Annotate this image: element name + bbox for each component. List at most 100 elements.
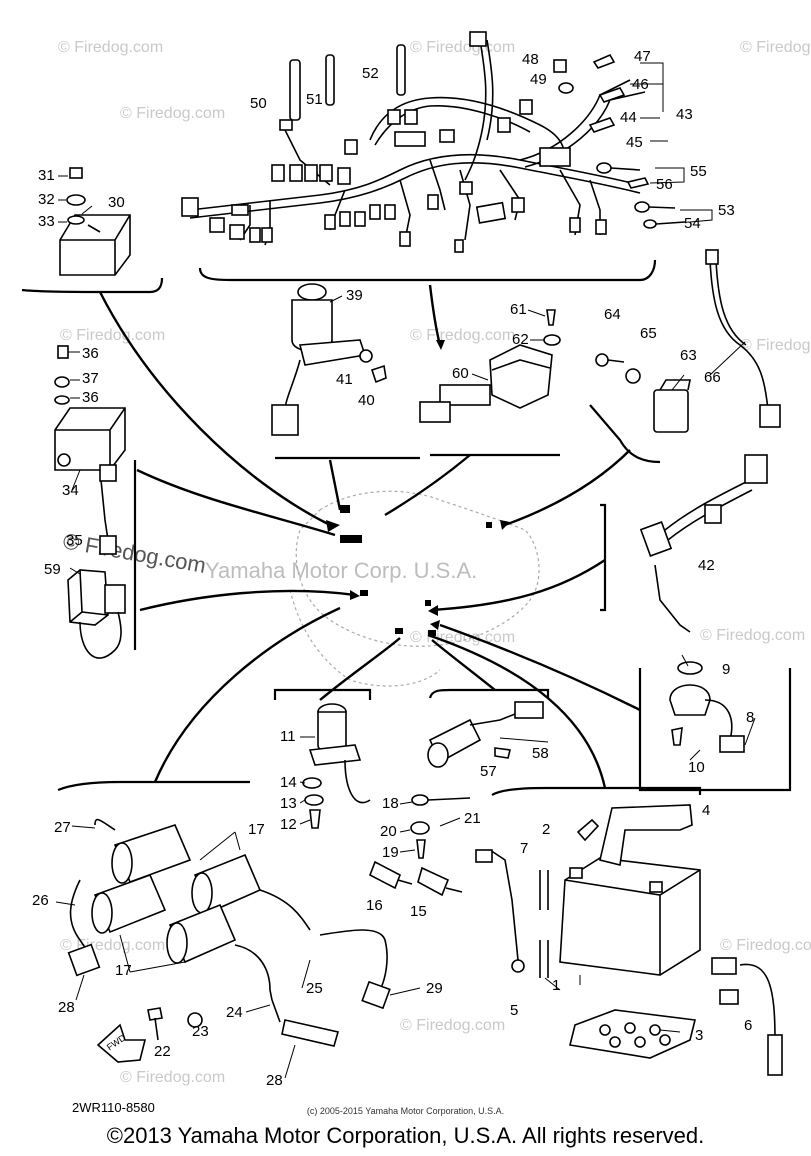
callout-16: 16 [366, 897, 383, 914]
callout-14: 14 [280, 774, 297, 791]
callout-32: 32 [38, 191, 55, 208]
part-30-module [59, 167, 131, 276]
watermark: © Firedog.com [58, 39, 163, 56]
callout-20: 20 [380, 823, 397, 840]
callout-12: 12 [280, 816, 297, 833]
callout-61: 61 [510, 301, 527, 318]
callout-65: 65 [640, 325, 657, 342]
part-57-relay [427, 701, 544, 768]
callout-52: 52 [362, 65, 379, 82]
callout-66: 66 [704, 369, 721, 386]
callout-53: 53 [718, 202, 735, 219]
watermark: © Firedog.com [740, 39, 811, 56]
small-copyright: (c) 2005-2015 Yamaha Motor Corporation, … [306, 1106, 505, 1116]
watermark: © Firedog.com [700, 627, 805, 644]
callout-28b: 28 [266, 1072, 283, 1089]
callout-46: 46 [632, 76, 649, 93]
callout-49: 49 [530, 71, 547, 88]
callout-7: 7 [520, 840, 528, 857]
part-60-unit [419, 309, 561, 423]
callout-1: 1 [552, 977, 560, 994]
part-code: 2WR110-8580 [72, 1100, 155, 1115]
part-42-sensor [639, 454, 768, 633]
callout-42: 42 [698, 557, 715, 574]
part-59-relay [67, 569, 126, 659]
callout-23: 23 [192, 1023, 209, 1040]
callout-55: 55 [690, 163, 707, 180]
part-18-21-group [410, 794, 471, 859]
callout-47: 47 [634, 48, 651, 65]
callout-31: 31 [38, 167, 55, 184]
callout-63: 63 [680, 347, 697, 364]
callout-17b: 17 [115, 962, 132, 979]
callout-40: 40 [358, 392, 375, 409]
callout-19: 19 [382, 844, 399, 861]
callout-33: 33 [38, 213, 55, 230]
watermark: © Firedog.com [410, 327, 515, 344]
callout-59: 59 [44, 561, 61, 578]
callout-56: 56 [656, 176, 673, 193]
callout-13: 13 [280, 795, 297, 812]
callout-21: 21 [464, 810, 481, 827]
callout-10: 10 [688, 759, 705, 776]
watermark: © Firedog.com [120, 105, 225, 122]
watermark: © Firedog.com [400, 1017, 505, 1034]
callout-11: 11 [280, 728, 296, 745]
callout-15: 15 [410, 903, 427, 920]
part-8-switch [669, 661, 745, 753]
callout-9: 9 [722, 661, 730, 678]
callout-44: 44 [620, 109, 637, 126]
callout-51: 51 [306, 91, 323, 108]
part-15-16-sensors [368, 860, 463, 897]
watermark: © Firedog.com [720, 937, 811, 954]
callout-ticks [55, 175, 546, 1079]
callout-25: 25 [306, 980, 323, 997]
callout-41: 41 [336, 371, 353, 388]
callout-18: 18 [382, 795, 399, 812]
callout-3: 3 [695, 1027, 703, 1044]
callout-27: 27 [54, 819, 71, 836]
callout-43: 43 [676, 106, 693, 123]
callout-48: 48 [522, 51, 539, 68]
callout-34: 34 [62, 482, 79, 499]
watermark: © Firedog.com [410, 629, 515, 646]
callout-58: 58 [532, 745, 549, 762]
watermark: © Firedog.com [740, 337, 811, 354]
callout-36b: 36 [82, 389, 99, 406]
callout-17a: 17 [248, 821, 265, 838]
callout-30: 30 [108, 194, 125, 211]
callout-60: 60 [452, 365, 469, 382]
callout-36a: 36 [82, 345, 99, 362]
callout-22: 22 [154, 1043, 171, 1060]
watermark-center: Yamaha Motor Corp. U.S.A. [205, 558, 477, 583]
callout-54: 54 [684, 215, 701, 232]
callout-5: 5 [510, 1002, 518, 1019]
leader-lines [119, 62, 756, 1033]
part-39-switch [271, 283, 387, 436]
watermark: © Firedog.com [120, 1069, 225, 1086]
wire-harness [181, 31, 686, 253]
watermark: © Firedog.com [60, 327, 165, 344]
part-1-battery [475, 804, 783, 1076]
callout-labels: 1 2 3 4 5 6 7 8 9 10 11 12 13 14 15 16 1… [32, 48, 754, 1089]
callout-8: 8 [746, 709, 754, 726]
callout-50: 50 [250, 95, 267, 112]
callout-28a: 28 [58, 999, 75, 1016]
copyright-notice: ©2013 Yamaha Motor Corporation, U.S.A. A… [106, 1123, 705, 1148]
part-11-pickup [302, 703, 371, 829]
part-63-66-group [595, 249, 781, 433]
watermark: © Firedog.com [410, 39, 515, 56]
connection-arrows [98, 284, 641, 789]
callout-4: 4 [702, 802, 710, 819]
group-brackets [21, 259, 792, 796]
callout-29: 29 [426, 980, 443, 997]
callout-26: 26 [32, 892, 49, 909]
callout-57: 57 [480, 763, 497, 780]
callout-64: 64 [604, 306, 621, 323]
callout-24: 24 [226, 1004, 243, 1021]
part-34-regulator [54, 345, 126, 555]
callout-62: 62 [512, 331, 529, 348]
callout-6: 6 [744, 1017, 752, 1034]
callout-37: 37 [82, 370, 99, 387]
